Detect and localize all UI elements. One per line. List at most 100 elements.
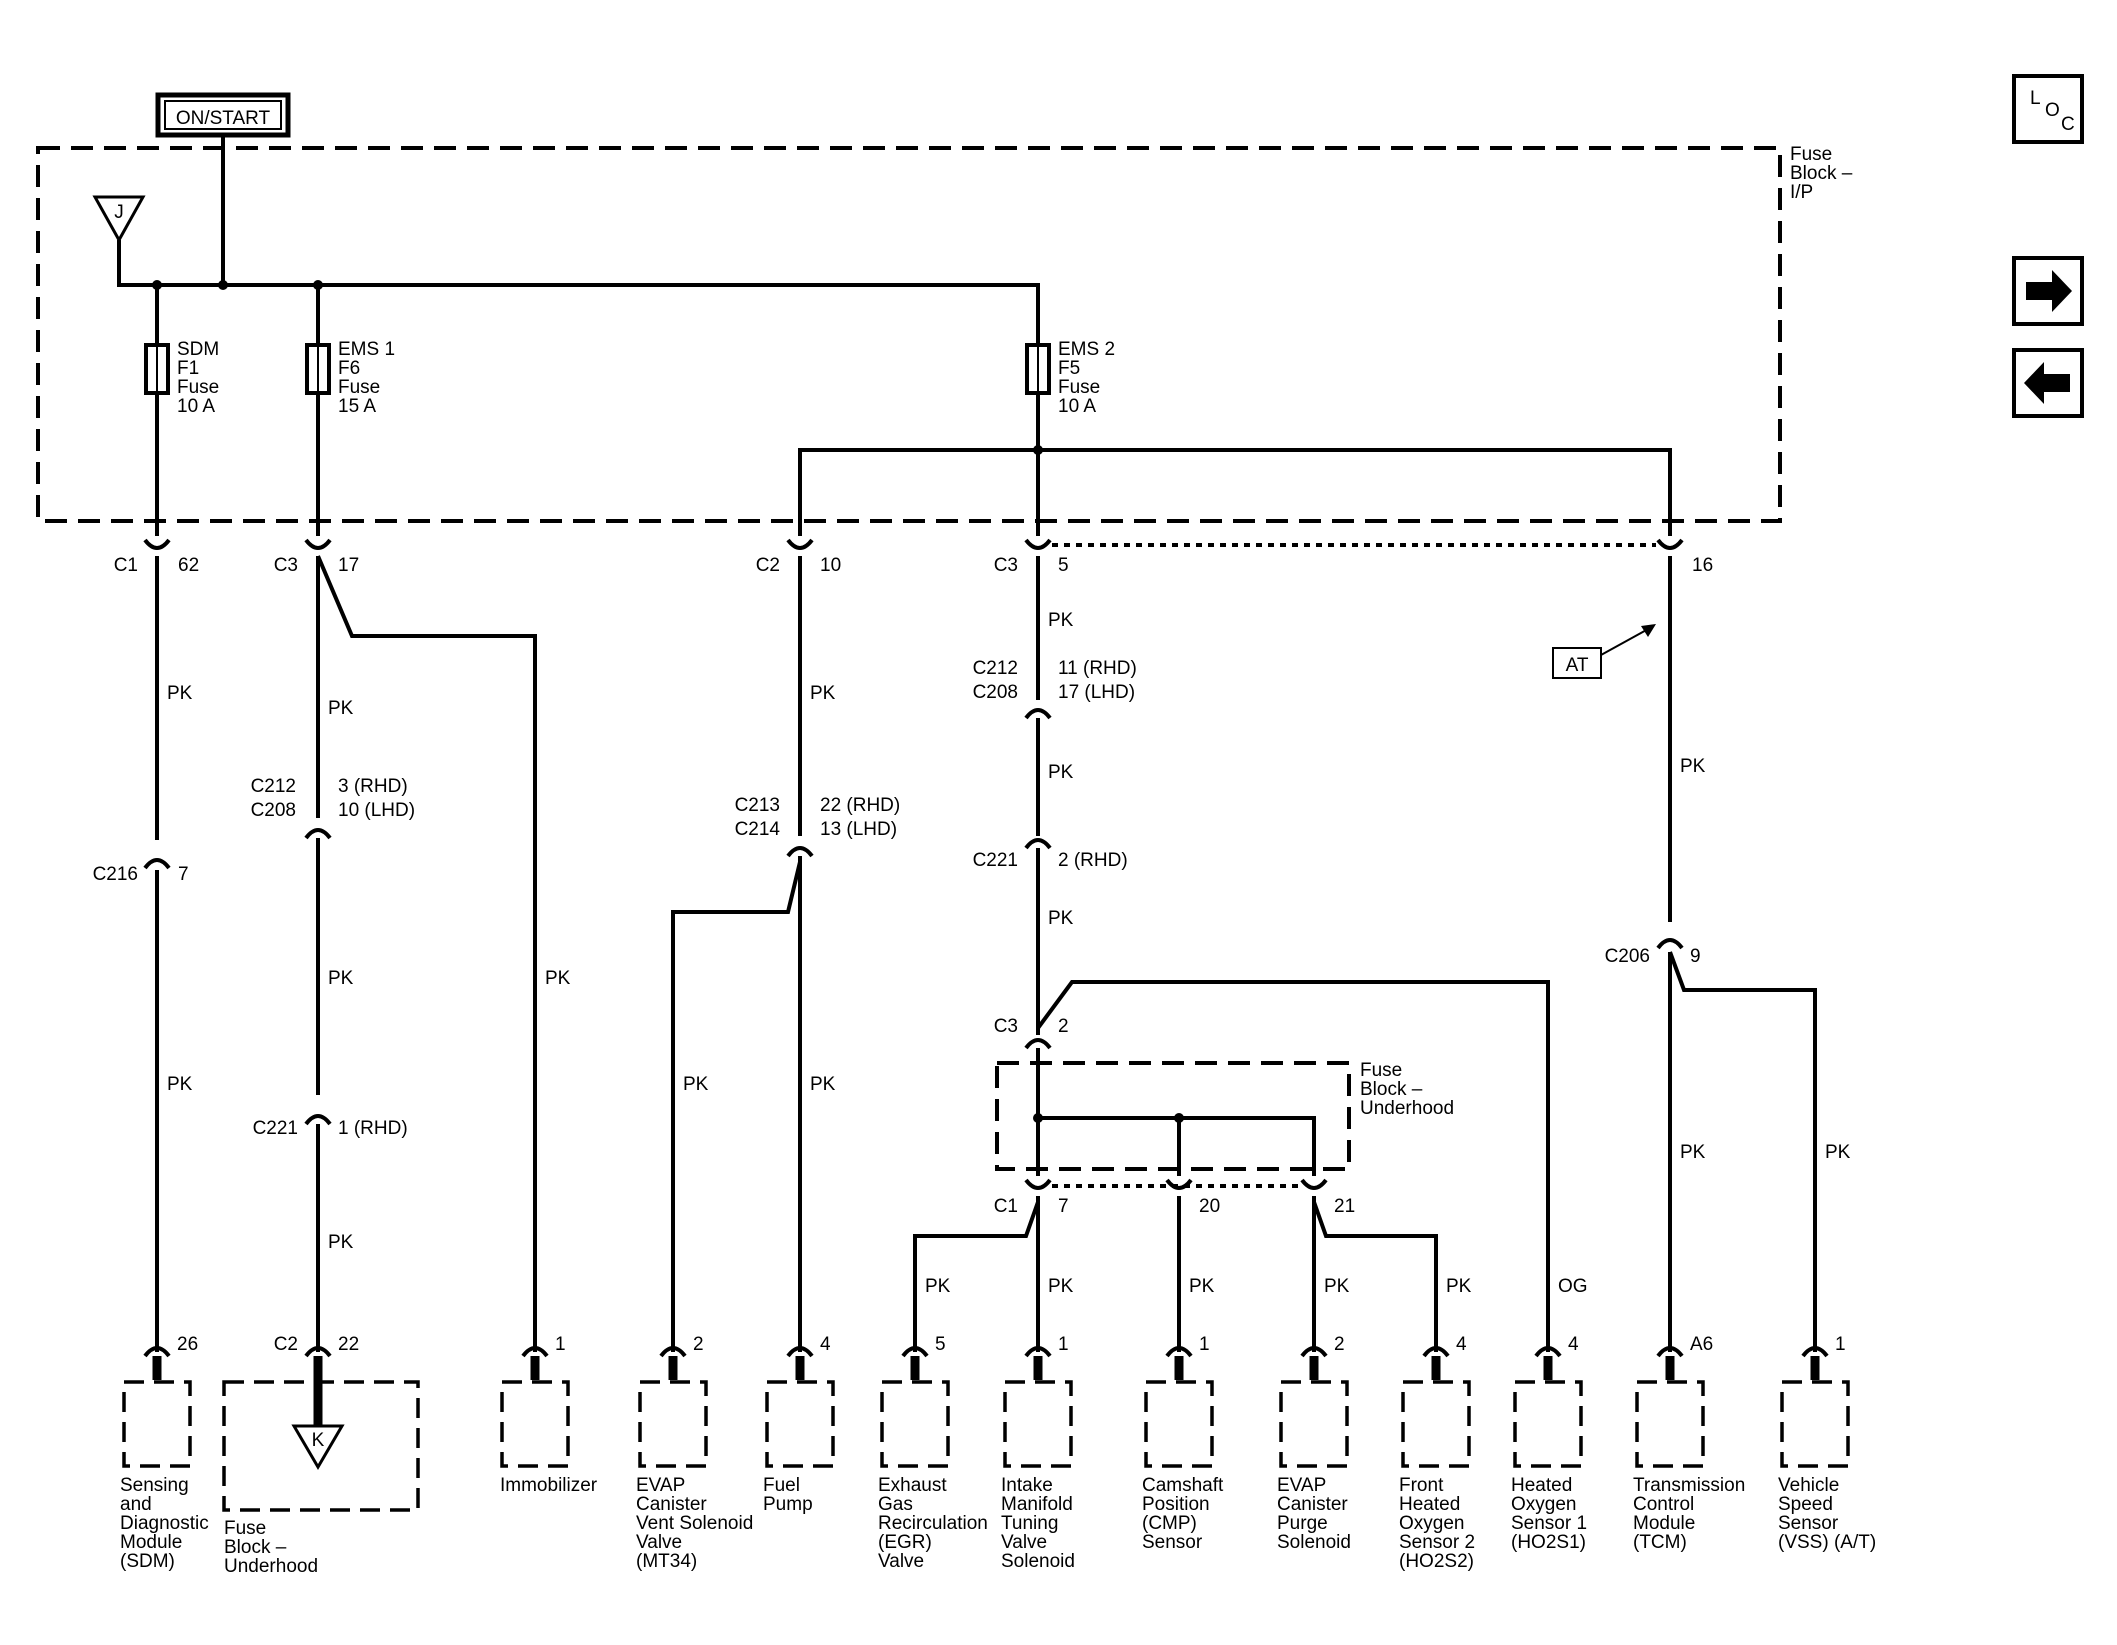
component-label: Vehicle <box>1778 1475 1839 1496</box>
location-button[interactable]: L O C <box>2012 74 2084 144</box>
svg-text:C3: C3 <box>994 1016 1018 1037</box>
component-pin: A6 <box>1690 1334 1713 1355</box>
component-label: Position <box>1142 1494 1210 1515</box>
component-label: Valve <box>636 1532 682 1553</box>
svg-text:F6: F6 <box>338 358 360 379</box>
connector-c3-17: C3 17 <box>274 538 359 576</box>
connector-c221-ems1: C221 1 (RHD) <box>253 1114 408 1139</box>
component-label: (SDM) <box>120 1551 175 1572</box>
component-label: EVAP <box>636 1475 685 1496</box>
component-label: Heated <box>1511 1475 1572 1496</box>
component-label: Pump <box>763 1494 813 1515</box>
previous-page-button[interactable] <box>2012 348 2084 418</box>
fuse-block-ip-outline <box>36 146 1782 523</box>
svg-text:C212: C212 <box>973 658 1018 679</box>
component-label: Gas <box>878 1494 913 1515</box>
component-label: Manifold <box>1001 1494 1073 1515</box>
svg-text:PK: PK <box>1189 1276 1215 1297</box>
component-label: Immobilizer <box>500 1475 598 1496</box>
component-label: Canister <box>1277 1494 1348 1515</box>
connector-21: 21 <box>1300 1178 1355 1217</box>
connector-c3-5: C3 5 <box>994 538 1069 576</box>
component-label: and <box>120 1494 152 1515</box>
svg-text:PK: PK <box>328 698 354 719</box>
wire-color-label: PK <box>167 1074 193 1095</box>
svg-text:PK: PK <box>1680 756 1706 777</box>
component-label: Sensor 2 <box>1399 1532 1475 1553</box>
svg-text:17 (LHD): 17 (LHD) <box>1058 682 1135 703</box>
svg-text:C3: C3 <box>274 555 298 576</box>
loc-icon-c: C <box>2061 114 2075 135</box>
component-pin: 2 <box>1334 1334 1345 1355</box>
component-label: (EGR) <box>878 1532 932 1553</box>
next-page-button[interactable] <box>2012 256 2084 326</box>
component-label: Control <box>1633 1494 1694 1515</box>
svg-text:13 (LHD): 13 (LHD) <box>820 819 897 840</box>
component-label: (TCM) <box>1633 1532 1687 1553</box>
svg-text:7: 7 <box>1058 1196 1069 1217</box>
svg-text:EMS 1: EMS 1 <box>338 339 395 360</box>
component-pin: 2 <box>693 1334 704 1355</box>
svg-text:2: 2 <box>1058 1016 1069 1037</box>
svg-text:C214: C214 <box>735 819 781 840</box>
connector-c2-10: C2 10 <box>756 538 841 576</box>
svg-text:F5: F5 <box>1058 358 1080 379</box>
connector-20: 20 <box>1165 1178 1220 1217</box>
component-label: Module <box>120 1532 182 1553</box>
svg-text:PK: PK <box>683 1074 709 1095</box>
component-label: Front <box>1399 1475 1444 1496</box>
component-label: Intake <box>1001 1475 1053 1496</box>
component-connector <box>1300 1346 1328 1358</box>
svg-text:PK: PK <box>545 968 571 989</box>
component-pin: 1 <box>1199 1334 1210 1355</box>
svg-text:Fuse: Fuse <box>177 377 219 398</box>
fuse-block-underhood-outline <box>995 1061 1351 1171</box>
component-label: Speed <box>1778 1494 1833 1515</box>
component-label: Recirculation <box>878 1513 988 1534</box>
connector-c1-7: C1 7 <box>994 1178 1069 1217</box>
component-connector <box>143 1346 171 1358</box>
svg-text:16: 16 <box>1692 555 1713 576</box>
svg-text:PK: PK <box>1324 1276 1350 1297</box>
svg-text:C1: C1 <box>114 555 138 576</box>
svg-text:EMS 2: EMS 2 <box>1058 339 1115 360</box>
power-source: ON/START <box>155 92 291 138</box>
wire-color-label: PK <box>167 683 193 704</box>
svg-text:Block –: Block – <box>224 1537 287 1558</box>
wire-evap-vent <box>671 861 802 1352</box>
svg-text:Fuse: Fuse <box>1360 1060 1402 1081</box>
component-connector <box>1165 1346 1193 1358</box>
component-label: Camshaft <box>1142 1475 1224 1496</box>
component-label: Transmission <box>1633 1475 1745 1496</box>
component-label: Sensor 1 <box>1511 1513 1587 1534</box>
svg-text:17: 17 <box>338 555 359 576</box>
connector-c212-c208-ems1: C212 C208 3 (RHD) 10 (LHD) <box>251 776 415 852</box>
svg-text:10 (LHD): 10 (LHD) <box>338 800 415 821</box>
svg-text:11 (RHD): 11 (RHD) <box>1058 658 1137 679</box>
arrow-left-icon <box>2024 362 2070 404</box>
wire-ho2s1 <box>1036 980 1550 1352</box>
svg-text:Fuse: Fuse <box>1058 377 1100 398</box>
component-label: (HO2S1) <box>1511 1532 1586 1553</box>
component-connector <box>901 1346 929 1358</box>
component-pin: 4 <box>1456 1334 1467 1355</box>
svg-text:9: 9 <box>1690 946 1701 967</box>
loc-icon-l: L <box>2030 88 2041 109</box>
component-label: (VSS) (A/T) <box>1778 1532 1876 1553</box>
component-label: Valve <box>1001 1532 1047 1553</box>
power-bus <box>117 240 1040 345</box>
loc-icon-o: O <box>2045 100 2060 121</box>
svg-text:PK: PK <box>1446 1276 1472 1297</box>
svg-text:C216: C216 <box>93 864 138 885</box>
connector-c212-c208-ems2: C212 C208 11 (RHD) 17 (LHD) <box>973 658 1137 734</box>
svg-text:C206: C206 <box>1605 946 1650 967</box>
component-label: Sensor <box>1142 1532 1203 1553</box>
svg-text:PK: PK <box>1680 1142 1706 1163</box>
wire-vss <box>1668 951 1817 1352</box>
splice-dots <box>152 280 1043 455</box>
